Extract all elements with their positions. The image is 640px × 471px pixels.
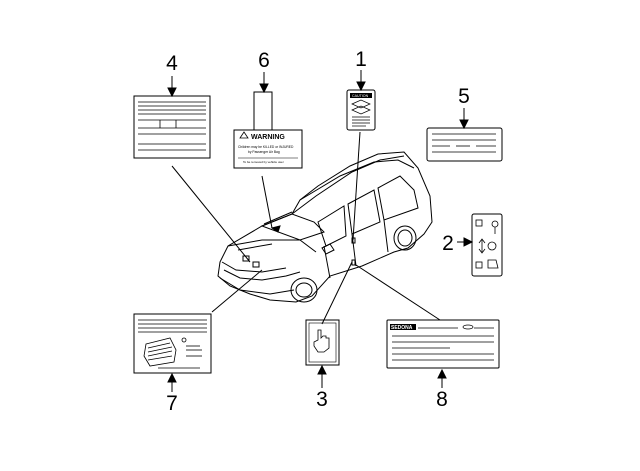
warning-label-line1: Children may be KILLED or INJURED (238, 145, 294, 149)
callout-6: 6 (258, 49, 270, 72)
warning-label-title: WARNING (251, 134, 285, 141)
callout-5: 5 (458, 85, 470, 108)
label-2-child-lock-label (471, 213, 503, 277)
leader-lines (171, 131, 441, 325)
callout-1: 1 (355, 48, 367, 71)
label-5-info-label (426, 127, 503, 162)
label-8-tire-placard: SEDONA (386, 319, 500, 369)
callout-8: 8 (436, 388, 448, 411)
label-7-tire-label (133, 313, 212, 374)
callout-arrows (167, 70, 474, 392)
callout-3: 3 (316, 388, 328, 411)
label-1-caution-label: CAUTION (346, 89, 376, 131)
callout-4: 4 (166, 52, 178, 75)
minivan-illustration (217, 151, 433, 303)
callout-2: 2 (442, 232, 454, 255)
callout-7: 7 (166, 392, 178, 415)
caution-label-title: CAUTION (352, 94, 369, 98)
label-4-emission-label (133, 95, 211, 159)
warning-label-line2: by Passenger Air Bag (248, 150, 280, 154)
label-6-airbag-warning-label: WARNING Children may be KILLED or INJURE… (233, 91, 303, 169)
tire-placard-model: SEDONA (391, 325, 413, 331)
warning-label-line3: To be removed by vehicle user (243, 160, 284, 164)
label-3-pictogram-label (305, 319, 340, 366)
